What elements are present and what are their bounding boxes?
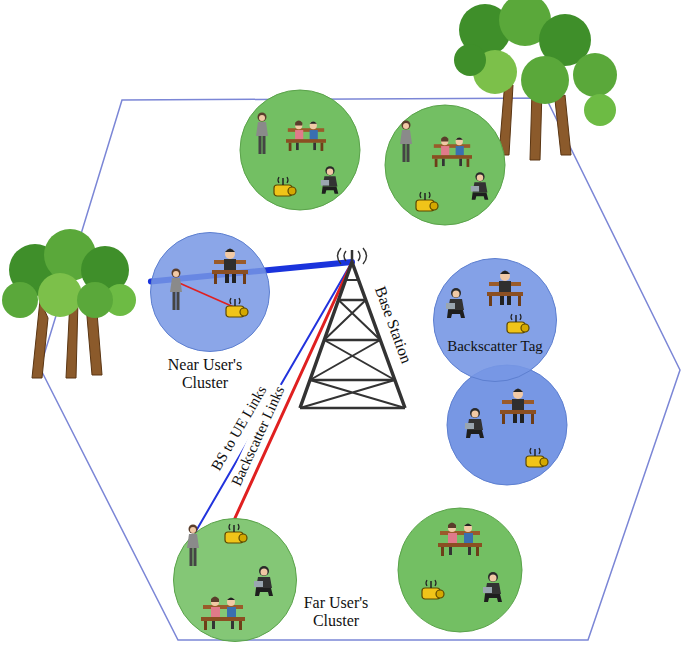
user-cluster-circle: Near User's Cluster	[150, 232, 270, 352]
backscatter-tag-icon	[507, 314, 529, 333]
cell-hexagon	[40, 98, 680, 640]
station-label: Base Station	[371, 284, 416, 366]
user-icon	[170, 269, 182, 311]
user-icon	[187, 525, 199, 567]
base-station-tower: Base Station	[296, 250, 436, 412]
backscatter-tag-icon	[226, 298, 248, 317]
user-cluster-circle	[398, 508, 522, 632]
cluster-disc	[174, 519, 297, 642]
tower-shape	[296, 250, 436, 412]
user-cluster-circle	[385, 105, 505, 225]
backscatter-tag-icon	[225, 524, 247, 543]
circle-shape	[173, 518, 297, 642]
cluster-disc	[434, 259, 557, 382]
cluster-disc	[151, 233, 270, 352]
circle-shape	[433, 258, 557, 382]
tree-group-left	[2, 229, 136, 378]
circle-shape	[150, 232, 270, 352]
user-icon	[254, 566, 273, 596]
user-cluster-circle: Backscatter Tag	[433, 258, 557, 382]
user-icon	[212, 249, 248, 285]
user-icon	[487, 271, 523, 307]
cluster-label: Far User's Cluster	[290, 594, 382, 631]
cluster-label: Near User's Cluster	[145, 356, 265, 393]
user-cluster-circle	[240, 90, 360, 210]
cluster-label: Backscatter Tag	[437, 338, 553, 355]
backscatter-wire	[177, 282, 236, 308]
user-icon	[446, 288, 465, 318]
user-icon	[201, 597, 245, 631]
user-cluster-circle	[447, 365, 567, 485]
user-cluster-circle: Far User's Cluster	[173, 518, 297, 642]
